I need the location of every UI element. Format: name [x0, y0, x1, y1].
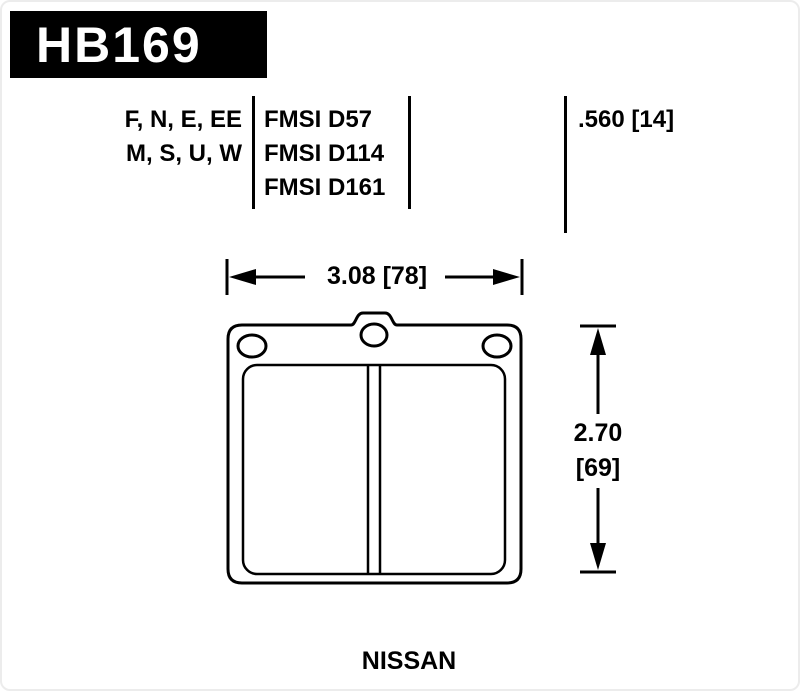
width-arrowhead-right: [493, 269, 520, 285]
fmsi-number: FMSI D57: [264, 106, 373, 133]
compound-codes-line: F, N, E, EE: [124, 106, 242, 133]
table-divider: [408, 96, 411, 209]
height-dimension-label-mm: [69]: [575, 454, 621, 482]
pad-thickness-value: .560 [14]: [578, 106, 675, 133]
fmsi-number: FMSI D161: [264, 174, 386, 201]
pad-thickness-column: .560 [14]: [578, 103, 674, 137]
height-arrowhead-down: [590, 543, 606, 570]
height-dimension: [580, 324, 616, 574]
table-divider: [564, 96, 567, 233]
brake-pad-shape: [226, 311, 523, 585]
fmsi-number: FMSI D114: [264, 140, 385, 167]
friction-material-outline: [241, 363, 507, 576]
width-dimension-label: 3.08 [78]: [326, 262, 428, 290]
height-dimension-label-inches: 2.70: [573, 419, 623, 447]
mounting-hole-center: [359, 322, 389, 348]
mounting-hole-right: [481, 333, 513, 359]
width-arrowhead-left: [229, 269, 256, 285]
compound-codes-column: F, N, E, EE M, S, U, W: [42, 103, 242, 171]
mounting-hole-left: [236, 333, 268, 359]
vehicle-make-label: NISSAN: [361, 647, 457, 675]
part-number: HB169: [36, 16, 202, 73]
fmsi-column: FMSI D57 FMSI D114 FMSI D161: [264, 103, 385, 205]
table-divider: [252, 96, 255, 209]
compound-codes-line: M, S, U, W: [126, 140, 242, 167]
height-arrowhead-up: [590, 328, 606, 355]
part-number-banner: HB169: [10, 11, 267, 78]
backing-plate-outline: [226, 311, 523, 585]
